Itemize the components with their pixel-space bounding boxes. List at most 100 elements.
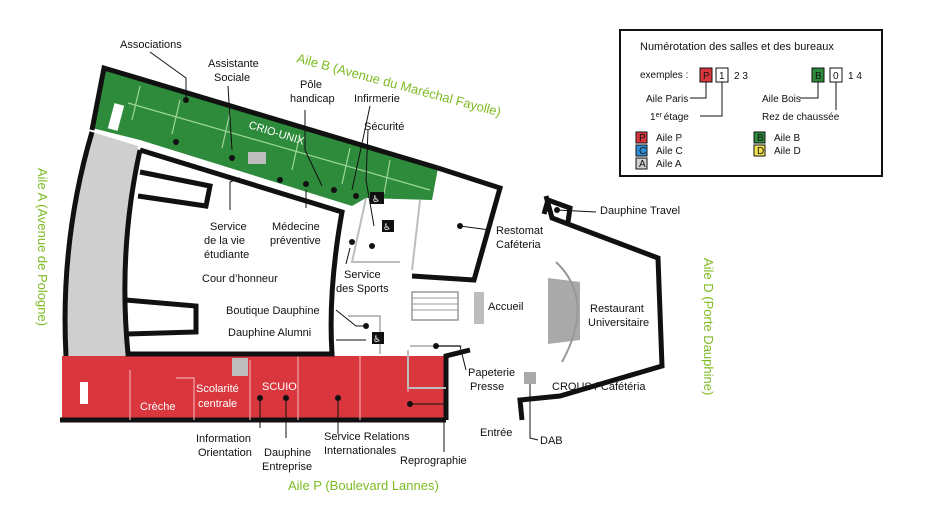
dab-label: DAB [540, 435, 563, 447]
restroom-icon: ♿ [370, 192, 384, 205]
entree-label: Entrée [480, 427, 512, 439]
bottom-right-wall [443, 347, 471, 420]
legend-title: Numérotation des salles et des bureaux [640, 41, 834, 53]
accueil-stairs [411, 291, 459, 321]
pole-handicap-label-2: handicap [290, 93, 335, 105]
medecine-label-1: Médecine [272, 221, 320, 233]
aile-p-block [62, 356, 444, 420]
securite-label: Sécurité [364, 121, 404, 133]
legend-ex1-letter: P [703, 71, 710, 82]
legend-letter-c: C [639, 146, 646, 157]
associations-label: Associations [120, 39, 182, 51]
legend-rez: Rez de chaussée [762, 112, 840, 123]
svg-text:♿: ♿ [383, 223, 391, 233]
aile-b-block [92, 68, 438, 206]
service-vie-label-3: étudiante [204, 249, 249, 261]
aile-b-wall [89, 64, 439, 171]
alumni-label: Dauphine Alumni [228, 327, 311, 339]
service-block-wall-1 [137, 169, 213, 209]
dab-box [524, 372, 536, 384]
svg-text:♿: ♿ [373, 335, 381, 345]
assistante-label-1: Assistante [208, 58, 259, 70]
service-sports-label-1: Service [344, 269, 381, 281]
svg-text:♿: ♿ [372, 195, 380, 205]
north-east-wall [411, 165, 504, 283]
accessibility-icon-2: ♿ [372, 332, 384, 345]
accueil-label: Accueil [488, 301, 523, 313]
legend: Numérotation des salles et des bureaux e… [619, 29, 883, 177]
legend-letter-d: D [757, 146, 764, 157]
courtyard-wall [122, 147, 345, 357]
legend-name-c: Aile C [656, 146, 683, 157]
legend-swatch-c [635, 144, 648, 157]
reprographie-label: Reprographie [400, 455, 467, 467]
aisle-b-label: Aile B (Avenue du Maréchal Fayolle) [295, 50, 502, 119]
restaurant-label-2: Universitaire [588, 317, 649, 329]
legend-name-d: Aile D [774, 146, 801, 157]
aile-p-rooms [129, 356, 409, 420]
location-dots [173, 97, 560, 407]
legend-name-a: Aile A [656, 159, 682, 170]
service-vie-label-1: Service [210, 221, 247, 233]
legend-frame [619, 29, 883, 177]
legend-letter-p: P [639, 133, 646, 144]
restaurant-stairs [548, 278, 580, 344]
service-block-wall-2 [125, 297, 199, 337]
infirmerie-label: Infirmerie [354, 93, 400, 105]
aisle-p-label: Aile P (Boulevard Lannes) [288, 478, 439, 493]
legend-swatch-p [635, 131, 648, 144]
papeterie-label-1: Papeterie [468, 367, 515, 379]
service-sports-label-2: des Sports [336, 283, 389, 295]
legend-letter-a: A [639, 159, 646, 170]
aile-b-stairs-2 [248, 152, 266, 164]
assistante-label-2: Sociale [214, 72, 250, 84]
aile-b-stairs [107, 103, 125, 131]
legend-leader-1 [690, 82, 707, 99]
information-label-2: Orientation [198, 447, 252, 459]
dauphine-travel-wall [541, 196, 573, 223]
legend-exemples: exemples : [640, 70, 688, 81]
dauphine-entreprise-label-1: Dauphine [264, 447, 311, 459]
crous-label: CROUS / Cafétéria [552, 381, 646, 393]
legend-letter-b: B [757, 133, 764, 144]
legend-ex1-digit: 1 [719, 71, 725, 82]
aile-p-stairs [80, 382, 88, 404]
aisle-a-label: Aile A (Avenue de Pologne) [35, 168, 50, 326]
legend-aile-paris: Aile Paris [646, 94, 688, 105]
legend-swatch-b [753, 131, 766, 144]
legend-ex2-digit: 0 [833, 71, 839, 82]
papeterie-label-2: Presse [470, 381, 504, 393]
sri-label-1: Service Relations [324, 431, 410, 443]
creche-label: Crèche [140, 401, 175, 413]
legend-swatch-d [753, 144, 766, 157]
restomat-label-2: Caféteria [496, 239, 542, 251]
aile-b-rooms [127, 85, 431, 195]
scolarite-label-2: centrale [198, 398, 237, 410]
aile-d-wall [517, 195, 665, 421]
aile-a-block [65, 132, 138, 356]
accessibility-icon: ♿ [382, 220, 394, 233]
dauphine-travel-label: Dauphine Travel [600, 205, 680, 217]
legend-swatch-a [635, 157, 648, 170]
legend-leader-3 [800, 82, 819, 99]
sri-label-2: Internationales [324, 445, 397, 457]
scolarite-label-1: Scolarité [196, 383, 239, 395]
aisle-d-label: Aile D (Porte Dauphine) [701, 258, 716, 395]
medecine-label-2: préventive [270, 235, 321, 247]
scuio-label: SCUIO [262, 381, 297, 393]
legend-ex2-rest: 1 4 [848, 71, 862, 82]
legend-ex2-letter: B [815, 71, 822, 82]
legend-leader-2 [700, 82, 723, 117]
restaurant-curve [555, 261, 579, 363]
accueil-stair-steps [412, 297, 458, 311]
leader-lines [149, 51, 597, 452]
restomat-label-1: Restomat [496, 225, 543, 237]
service-vie-label-2: de la vie [204, 235, 245, 247]
cour-honneur-label: Cour d’honneur [202, 273, 278, 285]
aile-p-stairs-2 [232, 358, 248, 376]
aile-a-wall [62, 131, 95, 357]
legend-ex1-rest: 2 3 [734, 71, 748, 82]
